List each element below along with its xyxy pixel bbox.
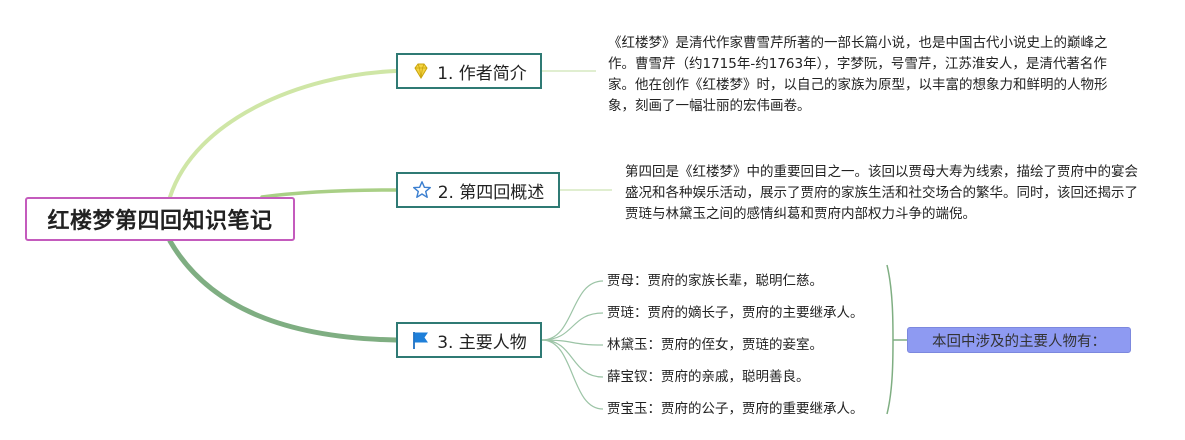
characters-summary-note[interactable]: 本回中涉及的主要人物有： <box>907 327 1131 353</box>
branch-author-intro[interactable]: 1. 作者简介 <box>396 53 542 89</box>
author-intro-text: 《红楼梦》是清代作家曹雪芹所著的一部长篇小说，也是中国古代小说史上的巅峰之作。曹… <box>608 35 1108 114</box>
branch-chapter-overview-label: 2. 第四回概述 <box>437 182 545 203</box>
character-item-jiamu[interactable]: 贾母：贾府的家族长辈，聪明仁慈。 <box>607 273 823 289</box>
gem-icon <box>411 61 431 81</box>
connector-root-characters <box>167 238 399 343</box>
connector-characters-fan <box>541 280 604 410</box>
chapter-overview-text: 第四回是《红楼梦》中的重要回目之一。该回以贾母大寿为线索，描绘了贾府中的宴会盛况… <box>625 164 1138 222</box>
characters-summary-label: 本回中涉及的主要人物有： <box>932 333 1106 350</box>
character-item-jiabaoyu[interactable]: 贾宝玉：贾府的公子，贾府的重要继承人。 <box>607 401 864 417</box>
character-item-lindaiyu[interactable]: 林黛玉：贾府的侄女，贾琏的妾室。 <box>607 337 823 353</box>
character-item-jialian[interactable]: 贾琏：贾府的嫡长子，贾府的主要继承人。 <box>607 305 864 321</box>
summary-brace <box>886 264 894 415</box>
branch-main-characters-label: 3. 主要人物 <box>437 332 527 353</box>
flag-icon <box>411 330 431 350</box>
connector-root-author <box>168 69 398 199</box>
branch-author-intro-label: 1. 作者简介 <box>437 63 527 84</box>
branch-main-characters[interactable]: 3. 主要人物 <box>396 322 542 358</box>
branch-chapter-overview[interactable]: 2. 第四回概述 <box>396 172 560 208</box>
character-list: 贾母：贾府的家族长辈，聪明仁慈。 贾琏：贾府的嫡长子，贾府的主要继承人。 林黛玉… <box>607 265 882 425</box>
root-topic-label: 红楼梦第四回知识笔记 <box>47 209 273 234</box>
star-outline-icon <box>412 180 432 200</box>
connector-root-overview <box>260 188 398 199</box>
root-topic[interactable]: 红楼梦第四回知识笔记 <box>25 197 295 241</box>
character-item-xuebaochai[interactable]: 薛宝钗：贾府的亲戚，聪明善良。 <box>607 369 810 385</box>
